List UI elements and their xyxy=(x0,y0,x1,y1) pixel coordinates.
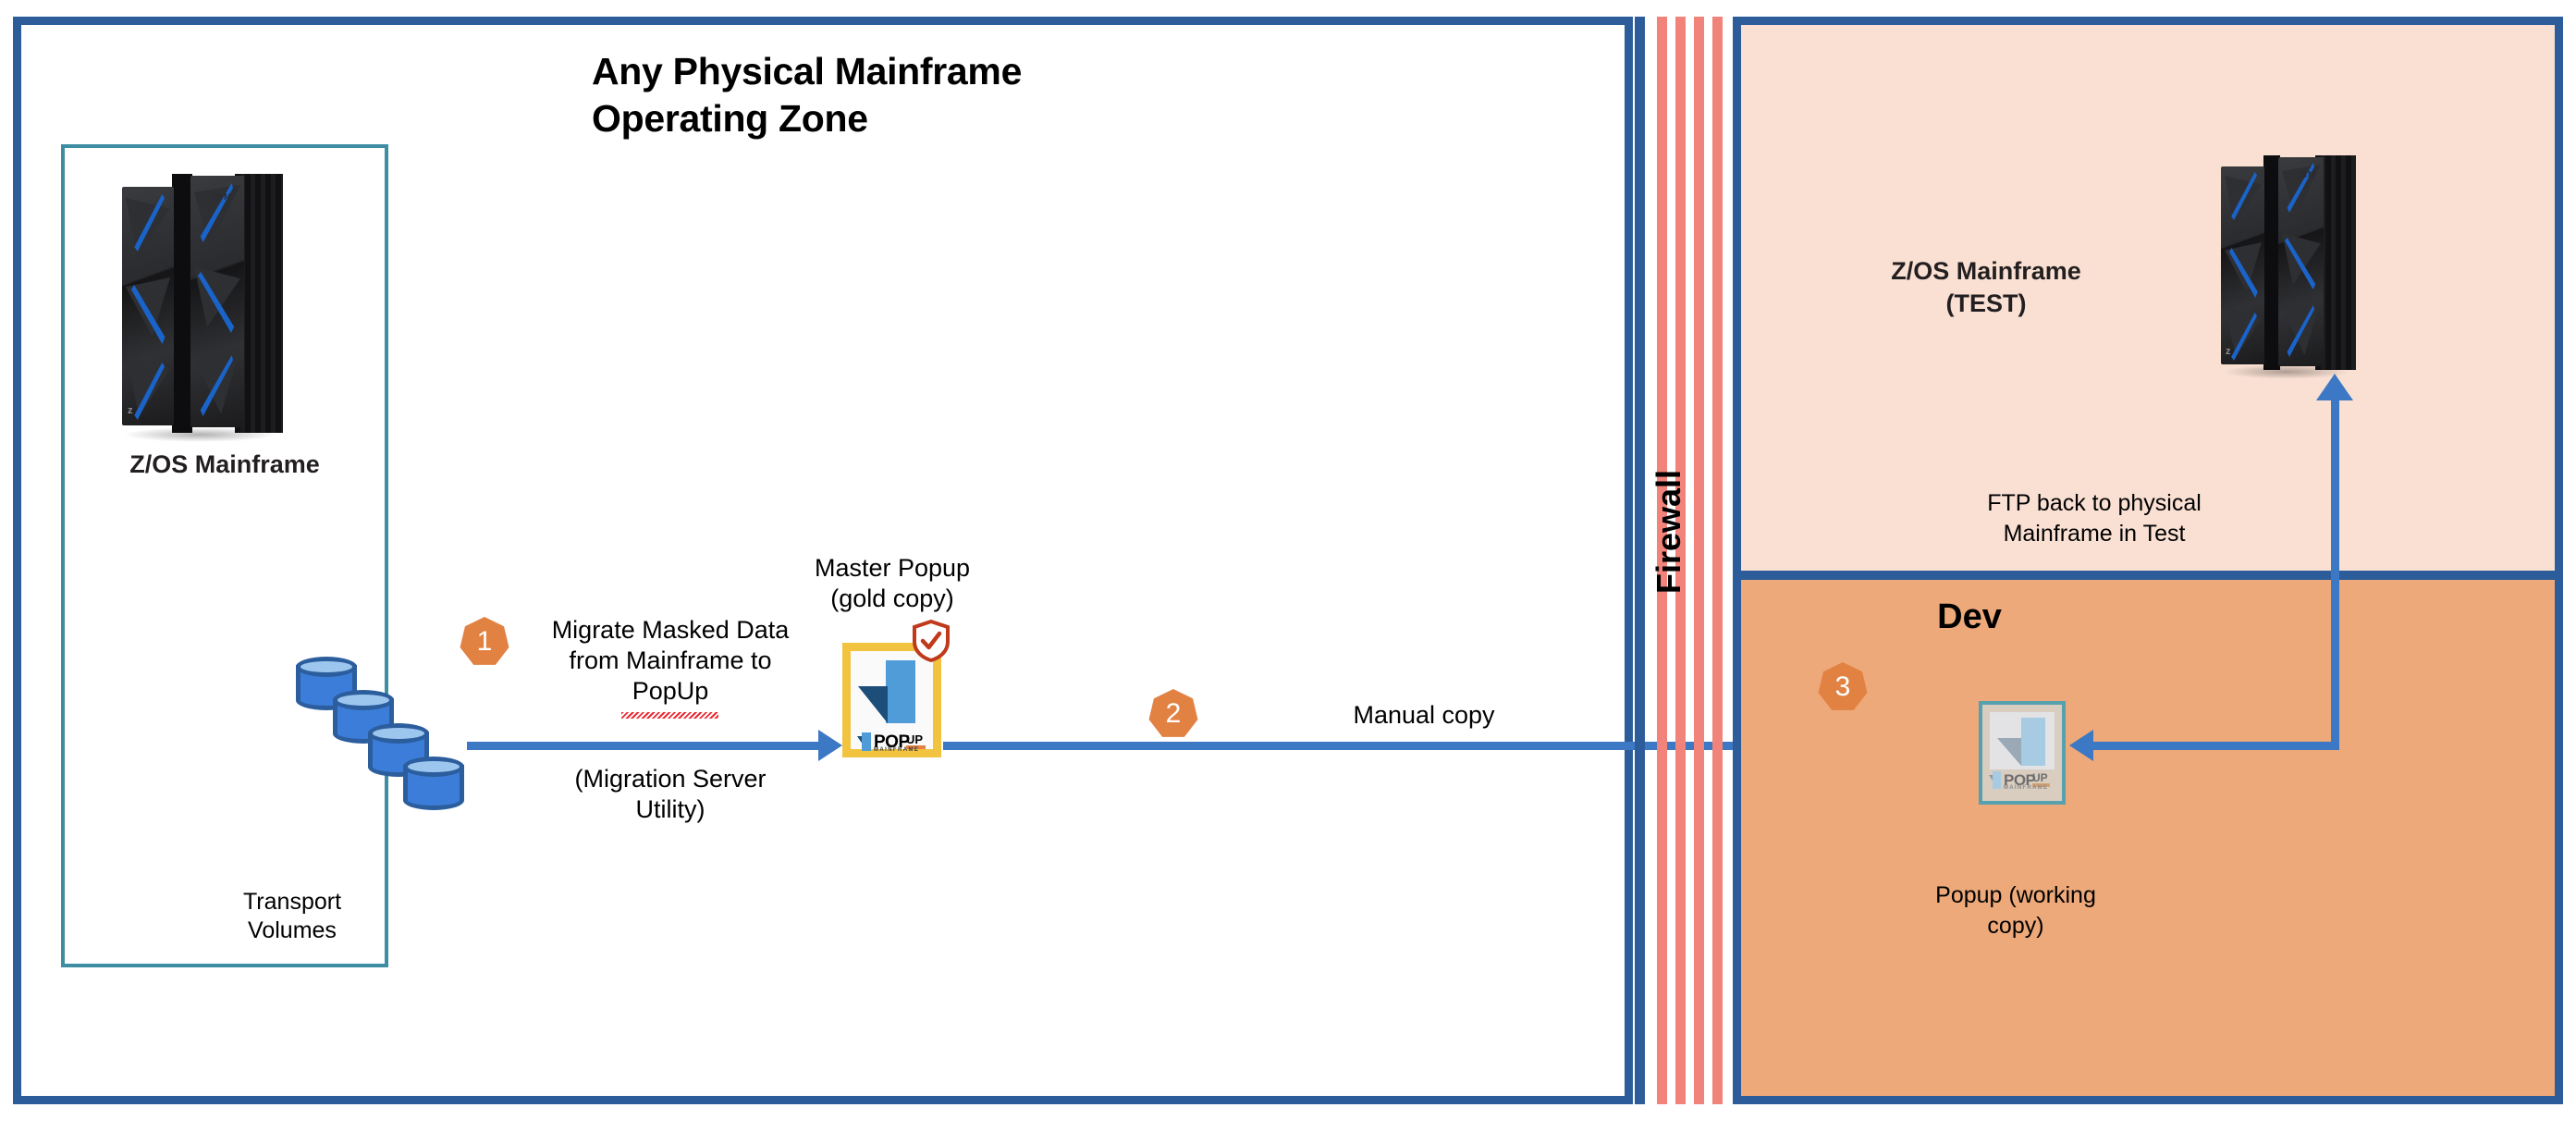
zone-title-line2: Operating Zone xyxy=(592,97,868,141)
step1-line2: from Mainframe to xyxy=(569,646,772,674)
arrow-head-left-icon xyxy=(2069,730,2093,761)
popup-logo-triangle-icon xyxy=(858,686,888,723)
test-label-line1: Z/OS Mainframe xyxy=(1891,257,2081,285)
firewall-label: Firewall xyxy=(1650,469,1687,595)
dev-popup-triangle-icon xyxy=(1997,738,2021,766)
popup-logo-accent-bar xyxy=(906,745,926,749)
step1-sub-line2: Utility) xyxy=(635,794,705,823)
popup-working-line2: copy) xyxy=(1987,912,2044,939)
test-label-line2: (TEST) xyxy=(1945,289,2027,318)
dev-popup-mainframe-text: MAINFRAME xyxy=(2004,785,2049,791)
any-physical-mainframe-operating-zone xyxy=(13,17,1633,1104)
arrow-head-right-icon xyxy=(818,730,842,761)
shield-check-icon xyxy=(913,620,950,662)
firewall-stripes-icon: Firewall xyxy=(1635,17,1740,1104)
ibm-z-mainframe-icon: z IBM xyxy=(2217,155,2356,379)
popup-mark-bar-icon xyxy=(862,732,871,751)
step1-sub-line1: (Migration Server xyxy=(574,765,767,793)
migration-server-utility-note: (Migration Server Utility) xyxy=(518,764,823,825)
dev-popup-up-text: UP xyxy=(2032,771,2048,784)
dev-zone xyxy=(1733,572,2563,1104)
zos-mainframe-container xyxy=(61,144,388,967)
step1-line1: Migrate Masked Data xyxy=(551,616,790,644)
zos-mainframe-label: Z/OS Mainframe xyxy=(129,450,320,478)
popup-working-copy-label: Popup (working copy) xyxy=(1886,880,2145,941)
firewall-stripe xyxy=(1694,17,1704,1104)
zos-mainframe-test-label: Z/OS Mainframe (TEST) xyxy=(1792,255,2180,320)
popup-logo-mainframe-text: MAINFRAME xyxy=(874,747,920,753)
dev-popup-pop-text: POP xyxy=(2004,771,2036,789)
dev-zone-title: Dev xyxy=(1937,597,2002,636)
firewall-stripe xyxy=(1657,17,1667,1104)
manual-copy-label: Manual copy xyxy=(1353,701,1495,729)
dev-popup-logo xyxy=(1990,712,2055,769)
transport-volumes-line1: Transport xyxy=(242,889,342,915)
dev-popup-mark-bar-icon xyxy=(1993,771,2001,789)
transport-volumes-label: Transport Volumes xyxy=(190,888,394,946)
popup-logo-up-text: UP xyxy=(906,732,924,746)
master-popup-logo: POP UP MAINFRAME xyxy=(851,651,933,753)
arrow-dev-to-test-horizontal xyxy=(2093,742,2339,750)
firewall-stripe xyxy=(1712,17,1723,1104)
step1-line3: PopUp xyxy=(632,676,709,705)
zone-title-line1: Any Physical Mainframe xyxy=(592,50,1023,92)
step-2-badge: 2 xyxy=(1148,689,1198,737)
arrow-head-up-icon xyxy=(2316,374,2353,400)
database-cylinder-stack-icon xyxy=(296,657,472,823)
firewall-stripe xyxy=(1675,17,1686,1104)
dev-popup-bar-icon xyxy=(2021,718,2045,766)
master-popup-card[interactable]: POP UP MAINFRAME xyxy=(842,643,941,757)
ibm-z-mainframe-icon: z IBM xyxy=(117,174,283,442)
step-1-description: Migrate Masked Data from Mainframe to Po… xyxy=(518,615,823,707)
arrow-master-to-dev-popup xyxy=(943,742,1976,750)
transport-volumes-line2: Volumes xyxy=(248,917,337,944)
dev-popup-accent-bar xyxy=(2032,783,2050,787)
popup-logo-bar-icon xyxy=(886,660,915,723)
ftp-line2: Mainframe in Test xyxy=(2003,520,2186,547)
step-3-badge: 3 xyxy=(1818,662,1868,710)
ftp-back-to-test-label: FTP back to physical Mainframe in Test xyxy=(1932,488,2256,548)
step-1-badge: 1 xyxy=(460,617,509,665)
arrow-dev-to-test-vertical xyxy=(2331,398,2339,745)
popup-logo-pop-text: POP xyxy=(874,732,910,752)
firewall-left-border xyxy=(1635,17,1645,1104)
master-popup-line2: (gold copy) xyxy=(830,584,954,612)
popup-working-line1: Popup (working xyxy=(1935,882,2096,908)
dev-popup-card[interactable]: POP UP MAINFRAME xyxy=(1979,701,2066,805)
ftp-line1: FTP back to physical xyxy=(1987,490,2202,516)
master-popup-line1: Master Popup xyxy=(814,554,971,582)
page-title: Any Physical Mainframe Operating Zone xyxy=(592,48,1294,143)
master-popup-caption: Master Popup (gold copy) xyxy=(758,553,1026,614)
arrow-volumes-to-master-popup xyxy=(467,742,818,750)
spellcheck-underline-icon xyxy=(621,712,718,719)
